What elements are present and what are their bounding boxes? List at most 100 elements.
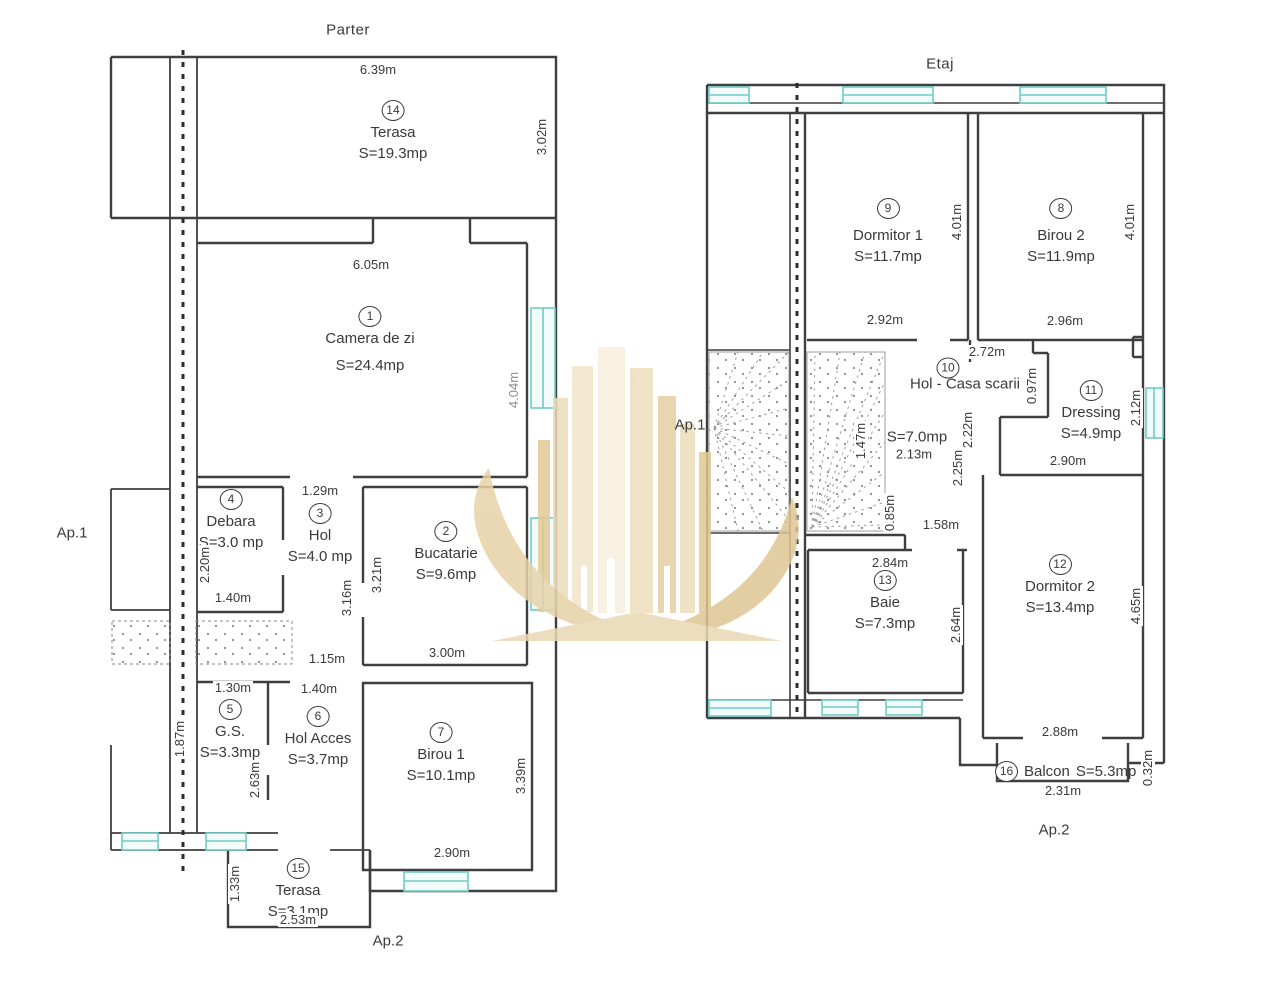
dim-baie-width: 2.84m	[869, 555, 911, 570]
dim-holacces-top: 1.40m	[298, 681, 340, 696]
room-number-hol-casa-scarii: 10	[936, 357, 960, 379]
room-label-dormitor-2: 12 Dormitor 2 S=13.4mp	[1025, 554, 1095, 618]
debara-walls	[197, 485, 285, 614]
dim-balcon-height: 0.32m	[1140, 747, 1155, 789]
dim-balcon-width: 2.31m	[1042, 783, 1084, 798]
room-label-terasa-14: 14 Terasa S=19.3mp	[359, 100, 427, 164]
watermark-swoosh-left	[474, 468, 648, 636]
dim-debara-height: 2.20m	[197, 544, 212, 586]
dim-dressing-width: 2.90m	[1047, 453, 1089, 468]
dim-dormitor1-width: 2.92m	[864, 312, 906, 327]
birou1-walls	[361, 681, 534, 872]
dim-hol-mid: 1.15m	[306, 651, 348, 666]
dim-birou1-width: 2.90m	[431, 845, 473, 860]
dormitor1-birou2-walls	[807, 113, 1143, 362]
dim-terasa15-width: 2.53m	[277, 912, 319, 927]
stairs-bottom-wall	[805, 533, 907, 550]
dim-party-height: 1.87m	[172, 718, 187, 760]
watermark-logo	[474, 347, 799, 641]
ap1-label-parter: Ap.1	[56, 524, 88, 542]
dim-dressing-height: 2.12m	[1128, 387, 1143, 429]
ap2-label-parter: Ap.2	[372, 932, 404, 950]
parter-title: Parter	[326, 21, 370, 39]
dim-stair-low: 0.85m	[882, 492, 897, 534]
room-label-dressing: 11 Dressing S=4.9mp	[1061, 380, 1121, 444]
room-area-hol-casa-scarii: S=7.0mp	[886, 428, 948, 446]
stair-fan-left	[713, 351, 790, 532]
stair-fan-right	[811, 351, 886, 528]
room-number-badge: 16	[995, 761, 1018, 782]
ap1-label-etaj: Ap.1	[674, 416, 706, 434]
dim-bucatarie-width: 3.00m	[426, 645, 468, 660]
dim-dormitor2-height: 4.65m	[1128, 585, 1143, 627]
room-label-terasa-15: 15 Terasa S=3.1mp	[268, 858, 328, 922]
dim-hol-right: 0.97m	[1024, 365, 1039, 407]
room-number-badge: 11	[1079, 380, 1103, 401]
balcon-area: S=5.3mp	[1075, 763, 1137, 780]
room-number-badge: 9	[876, 198, 900, 219]
dim-stair-mid: 1.47m	[853, 420, 868, 462]
room-label-debara: 4 Debara S=3.0 mp	[199, 489, 263, 553]
room-number-badge: 15	[286, 858, 310, 879]
etaj-title: Etaj	[926, 55, 954, 73]
room-label-birou-2: 8 Birou 2 S=11.9mp	[1027, 198, 1095, 267]
dim-camera-width: 6.05m	[350, 257, 392, 272]
room-label-baie: 13 Baie S=7.3mp	[855, 570, 915, 634]
dim-terasa14-height: 3.02m	[534, 116, 549, 158]
camera-de-zi-walls	[197, 218, 529, 479]
dim-debara-width: 1.40m	[212, 590, 254, 605]
dormitor2-walls	[981, 475, 1143, 740]
room-number-badge: 13	[873, 570, 897, 591]
room-number-badge: 3	[308, 503, 332, 524]
dim-dormitor2-width: 2.88m	[1039, 724, 1081, 739]
room-number-badge: 6	[306, 706, 330, 727]
room-number-badge: 8	[1049, 198, 1073, 219]
etaj-stair-hatch	[708, 351, 886, 532]
dim-birou2-height: 4.01m	[1122, 201, 1137, 243]
dressing-walls	[998, 340, 1143, 477]
room-label-hol-acces: 6 Hol Acces S=3.7mp	[285, 706, 351, 770]
dim-bucatarie-left-b: 3.21m	[369, 554, 384, 596]
dim-hol-casa-scarii-extra: 2.13m	[895, 446, 933, 462]
watermark-building	[538, 347, 711, 622]
dim-hol-top: 2.72m	[966, 344, 1008, 359]
baie-walls	[806, 548, 967, 695]
dim-birou1-height: 3.39m	[513, 755, 528, 797]
etaj-right-inner-wall	[1131, 113, 1145, 738]
room-number-badge: 2	[434, 521, 458, 542]
room-label-gs: 5 G.S. S=3.3mp	[200, 699, 260, 763]
room-label-dormitor-1: 9 Dormitor 1 S=11.7mp	[853, 198, 923, 267]
room-label-balcon: 16 Balcon S=5.3mp	[995, 761, 1136, 782]
dim-birou2-width: 2.96m	[1044, 313, 1086, 328]
dim-gs-height: 2.63m	[247, 759, 262, 801]
party-wall-band	[169, 57, 198, 833]
room-number-badge: 14	[381, 100, 405, 121]
dim-hol-vertical-a: 2.22m	[960, 409, 975, 451]
neighbor-walls-left	[110, 488, 170, 850]
dim-baie-height: 2.64m	[948, 604, 963, 646]
neighbor-stair-walls	[707, 349, 790, 534]
ap2-label-etaj: Ap.2	[1038, 821, 1070, 839]
room-label-hol: 3 Hol S=4.0 mp	[288, 503, 352, 567]
balcon-name: Balcon	[1024, 763, 1070, 780]
watermark-base	[492, 612, 782, 641]
dim-terasa14-width: 6.39m	[357, 62, 399, 77]
parter-stair-hatch	[111, 620, 293, 665]
dim-camera-height: 4.04m	[506, 369, 521, 411]
room-number-badge: 1	[358, 306, 382, 327]
room-number-badge: 5	[218, 699, 242, 720]
dim-dormitor1-height: 4.01m	[949, 201, 964, 243]
room-label-bucatarie: 2 Bucatarie S=9.6mp	[414, 521, 478, 585]
room-number-badge: 12	[1048, 554, 1072, 575]
dim-hol-vertical-b: 2.25m	[950, 447, 965, 489]
watermark-swoosh-right	[628, 497, 799, 640]
room-name-hol-casa-scarii: Hol - Casa scarii	[909, 375, 1021, 393]
dim-bucatarie-left-a: 3.16m	[339, 577, 354, 619]
room-label-birou-1: 7 Birou 1 S=10.1mp	[407, 722, 475, 786]
dim-terasa15-height: 1.33m	[227, 863, 242, 905]
dim-hol-top: 1.29m	[299, 483, 341, 498]
dim-hol-bottom: 1.58m	[920, 517, 962, 532]
dim-gs-top: 1.30m	[212, 680, 254, 695]
